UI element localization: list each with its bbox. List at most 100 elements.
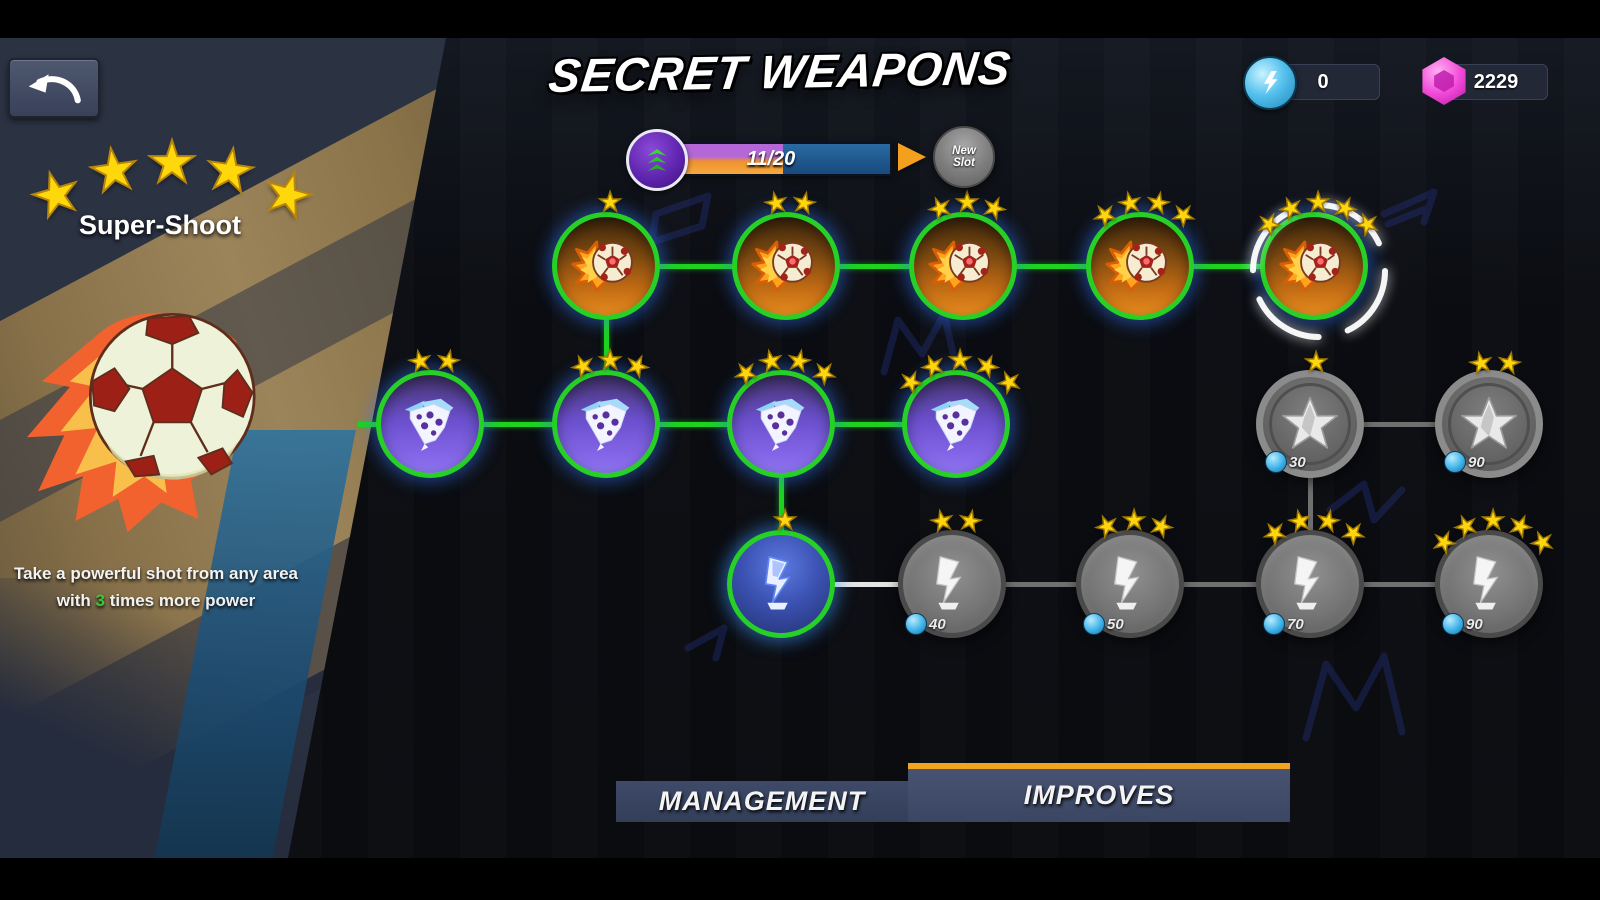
node-icon-wrap — [737, 217, 835, 315]
chevron-up-icon — [647, 148, 667, 172]
star-icon: ★ — [597, 345, 623, 375]
tab-improves-label: IMPROVES — [1023, 780, 1175, 810]
panther-icon — [580, 398, 630, 451]
coin-icon — [1444, 451, 1466, 473]
power-dart-icon — [764, 555, 791, 610]
tab-improves[interactable]: IMPROVES — [908, 763, 1290, 822]
star-icon: ★ — [199, 134, 262, 208]
node-icon-wrap — [1265, 217, 1363, 315]
star-icon: ★ — [83, 134, 146, 208]
description-line2-post: times more power — [104, 591, 256, 611]
node-icon-wrap — [907, 375, 1005, 473]
node-icon-wrap — [557, 217, 655, 315]
skill-node-sprint-4[interactable]: ★★★★★ — [891, 346, 1030, 478]
page-title: SECRET WEAPONS — [545, 40, 1015, 103]
price-value: 70 — [1287, 615, 1304, 633]
back-arrow-icon — [28, 74, 81, 104]
star-icon: ★ — [772, 505, 798, 535]
star-icon: ★ — [947, 345, 973, 375]
star-icon: ★ — [597, 187, 623, 217]
star-icon: ★ — [954, 187, 980, 217]
node-icon-wrap — [732, 375, 830, 473]
node-icon-wrap — [1081, 535, 1179, 633]
node-icon-wrap — [903, 535, 1001, 633]
description-line2-pre: with — [56, 591, 96, 611]
power-dart-icon — [1114, 556, 1140, 610]
tab-management-label: MANAGEMENT — [658, 786, 866, 816]
price-badge: 70 — [1263, 613, 1304, 635]
star-icon: ★ — [1121, 505, 1147, 535]
flaming-ball-icon — [571, 240, 633, 292]
upgrade-badge-icon — [626, 129, 688, 191]
price-badge: 90 — [1444, 451, 1485, 473]
panther-icon — [404, 398, 454, 451]
node-icon-wrap — [914, 217, 1012, 315]
skill-illustration — [8, 292, 303, 567]
gem-facet — [1434, 70, 1454, 92]
price-value: 50 — [1107, 615, 1124, 633]
arrow-right-icon — [898, 143, 926, 171]
skill-node-shot-2[interactable]: ★★ — [732, 186, 840, 320]
skill-node-sprint-1[interactable]: ★★ — [376, 344, 484, 478]
new-slot-button[interactable]: New Slot — [933, 126, 995, 188]
top-letterbox — [0, 0, 1600, 38]
price-badge: 40 — [905, 613, 946, 635]
skill-node-star-2[interactable]: ★★90 — [1435, 346, 1543, 478]
coin-icon — [1263, 613, 1285, 635]
coin-icon — [1265, 451, 1287, 473]
skill-node-star-1[interactable]: ★30 — [1256, 348, 1364, 478]
star-icon: ★ — [1305, 187, 1331, 217]
flaming-ball-icon — [751, 240, 813, 292]
flaming-ball-icon — [1279, 240, 1341, 292]
energy-orb-icon — [1243, 56, 1297, 110]
skill-node-sprint-3[interactable]: ★★★★ — [727, 344, 844, 478]
price-value: 90 — [1468, 453, 1485, 471]
selection-ring — [1246, 198, 1392, 349]
power-dart-icon — [936, 556, 962, 610]
star-icon: ★ — [1480, 505, 1506, 535]
inner-ring — [1269, 383, 1351, 465]
inner-ring — [1448, 383, 1530, 465]
skill-node-dart-4[interactable]: ★★★★70 — [1256, 504, 1373, 638]
skill-node-shot-3[interactable]: ★★★ — [909, 188, 1017, 320]
description-line1: Take a powerful shot from any area — [13, 564, 299, 583]
bottom-letterbox — [0, 858, 1600, 900]
price-badge: 50 — [1083, 613, 1124, 635]
skill-node-dart-3[interactable]: ★★★50 — [1076, 506, 1184, 638]
energy-bolt-icon — [1264, 71, 1278, 95]
price-value: 30 — [1289, 453, 1306, 471]
node-icon-wrap — [1091, 217, 1189, 315]
price-badge: 90 — [1442, 613, 1483, 635]
flaming-ball-icon — [1105, 240, 1167, 292]
skill-node-sprint-2[interactable]: ★★★ — [552, 346, 660, 478]
node-icon-wrap — [381, 375, 479, 473]
coin-icon — [1442, 613, 1464, 635]
star-icon: ★ — [145, 130, 199, 195]
skill-node-shot-4[interactable]: ★★★★ — [1086, 186, 1203, 320]
skill-node-dart-5[interactable]: ★★★★★90 — [1424, 506, 1563, 638]
skill-description: Take a powerful shot from any area with … — [0, 560, 312, 614]
node-icon-wrap — [1261, 535, 1359, 633]
node-icon-wrap — [1440, 535, 1538, 633]
skill-node-shot-5[interactable]: ★★★★★ — [1249, 188, 1388, 340]
price-badge: 30 — [1265, 451, 1306, 473]
coin-icon — [905, 613, 927, 635]
panther-icon — [930, 398, 980, 451]
power-dart-icon — [1294, 556, 1320, 610]
skill-name: Super-Shoot — [79, 210, 241, 240]
skill-node-shot-1[interactable]: ★ — [552, 188, 660, 320]
coin-icon — [1083, 613, 1105, 635]
flaming-soccer-ball-icon — [27, 312, 256, 533]
slot-progress-label: 11/20 — [746, 147, 796, 170]
panther-icon — [755, 398, 805, 451]
node-icon-wrap — [732, 535, 830, 633]
description-highlight: 3 — [95, 591, 105, 611]
tab-management[interactable]: MANAGEMENT — [616, 781, 908, 822]
back-button[interactable] — [8, 58, 100, 118]
skill-stars: ★★★★★ — [20, 130, 330, 234]
node-icon-wrap — [557, 375, 655, 473]
skill-node-dart-2[interactable]: ★★40 — [898, 504, 1006, 638]
skill-node-dart-1[interactable]: ★ — [727, 506, 835, 638]
